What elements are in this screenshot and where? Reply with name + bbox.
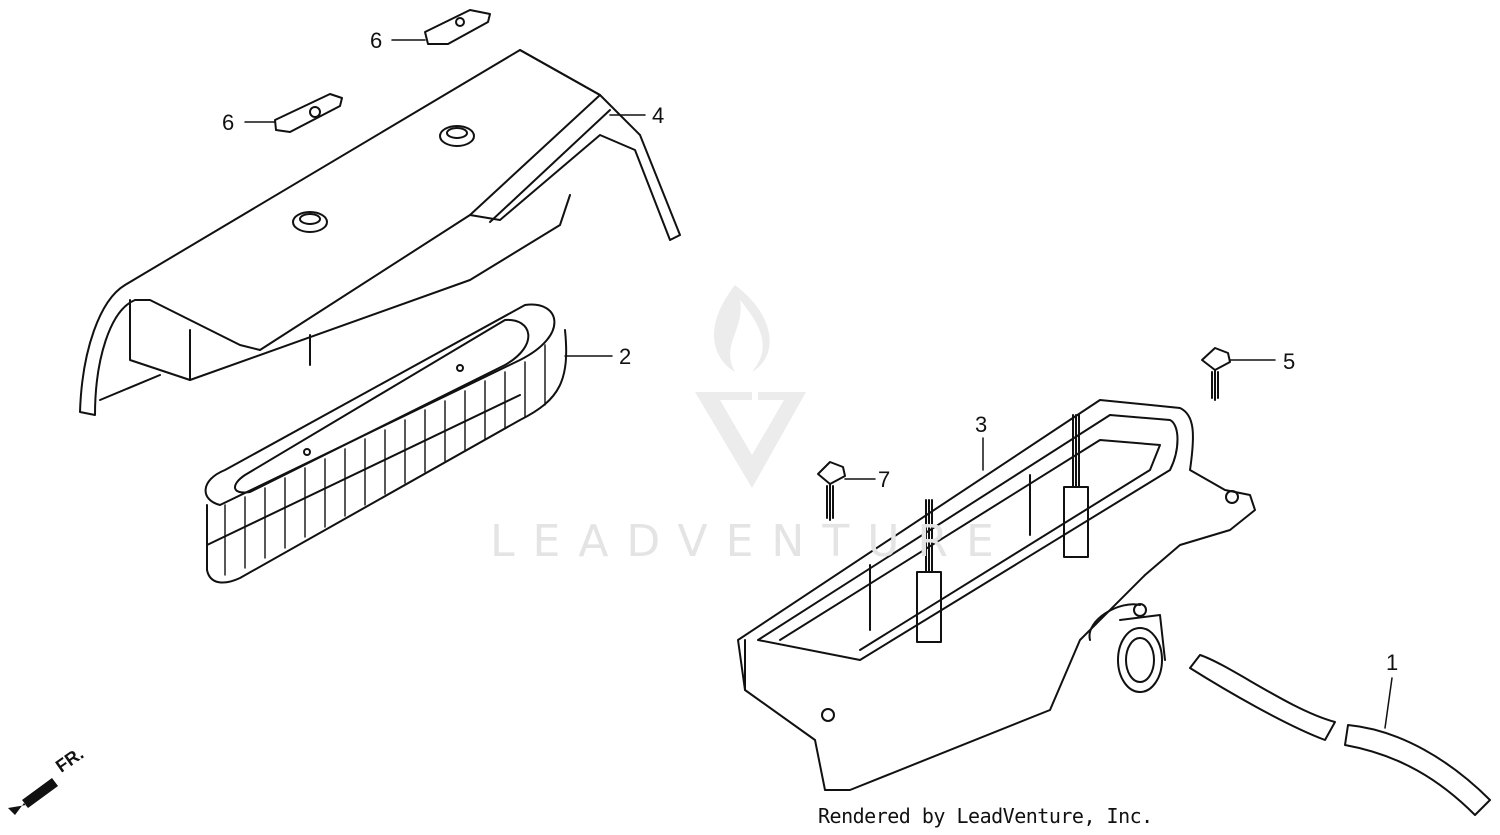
callout-2: 2 — [619, 344, 632, 369]
callout-1: 1 — [1386, 650, 1399, 675]
clip-upper — [424, 9, 491, 45]
callout-6-upper: 6 — [370, 28, 383, 53]
front-arrow-icon — [8, 778, 58, 815]
flame-v-logo-icon — [695, 285, 806, 488]
air-filter-element — [204, 303, 568, 584]
bolt-5 — [1201, 347, 1231, 401]
render-credit: Rendered by LeadVenture, Inc. — [818, 804, 1153, 828]
air-cleaner-cover — [79, 49, 681, 416]
callout-5: 5 — [1283, 349, 1296, 374]
air-cleaner-case — [737, 399, 1256, 791]
leader-lines — [244, 39, 1393, 729]
callout-7: 7 — [878, 467, 891, 492]
callout-6-lower: 6 — [222, 110, 235, 135]
breather-tube — [1189, 654, 1491, 816]
clip-lower — [274, 93, 343, 133]
callout-4: 4 — [652, 103, 665, 128]
watermark: LEADVENTURE — [490, 516, 1012, 567]
callout-3: 3 — [975, 412, 988, 437]
bolt-7 — [817, 461, 846, 521]
